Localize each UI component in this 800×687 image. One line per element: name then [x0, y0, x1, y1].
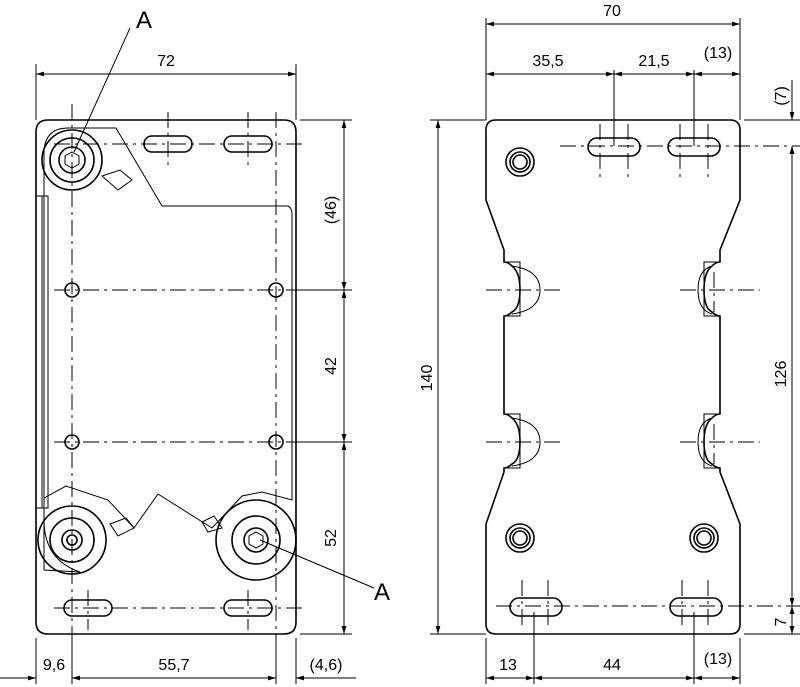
right-dimensions: 70 35,5 21,5 (13) (7) 140 126 7 [419, 3, 800, 684]
left-port-bottom-2 [201, 499, 297, 581]
right-slot-bottom-2 [669, 597, 723, 617]
dim-46: (46) [323, 196, 340, 224]
dim-right-width: 70 [603, 3, 621, 20]
right-slot-bottom-1 [509, 597, 563, 617]
right-port-3 [689, 523, 719, 553]
left-dimensions: 72 (46) 42 52 9,6 55,7 (4,6) A A [0, 7, 390, 684]
dim-140: 140 [419, 365, 436, 392]
dim-55-7: 55,7 [158, 657, 189, 674]
dim-13-bottom-paren: (13) [704, 651, 732, 668]
left-port-bottom-1 [37, 505, 135, 575]
dim-21-5: 21,5 [638, 53, 669, 70]
left-view [35, 104, 304, 640]
left-plate-outline [35, 119, 297, 635]
left-gasket-contour [43, 127, 293, 573]
dim-13-bottom: 13 [499, 657, 517, 674]
dim-left-width: 72 [157, 53, 175, 70]
dim-44: 44 [603, 657, 621, 674]
callout-a-bottom: A [374, 579, 390, 606]
dim-13-top: (13) [704, 45, 732, 62]
right-port-2 [505, 523, 535, 553]
dim-7-top: (7) [773, 86, 790, 106]
dim-35-5: 35,5 [532, 53, 563, 70]
dim-7-bottom: 7 [773, 617, 790, 626]
dim-52: 52 [323, 529, 340, 547]
callout-a-top: A [136, 7, 152, 34]
dim-42: 42 [323, 357, 340, 375]
dim-4-6: (4,6) [310, 657, 343, 674]
dim-9-6: 9,6 [43, 657, 65, 674]
right-view [485, 119, 800, 635]
right-plate-outline [485, 119, 741, 635]
right-port-1 [505, 147, 535, 177]
left-port-top [41, 129, 133, 191]
dim-126: 126 [773, 361, 790, 388]
